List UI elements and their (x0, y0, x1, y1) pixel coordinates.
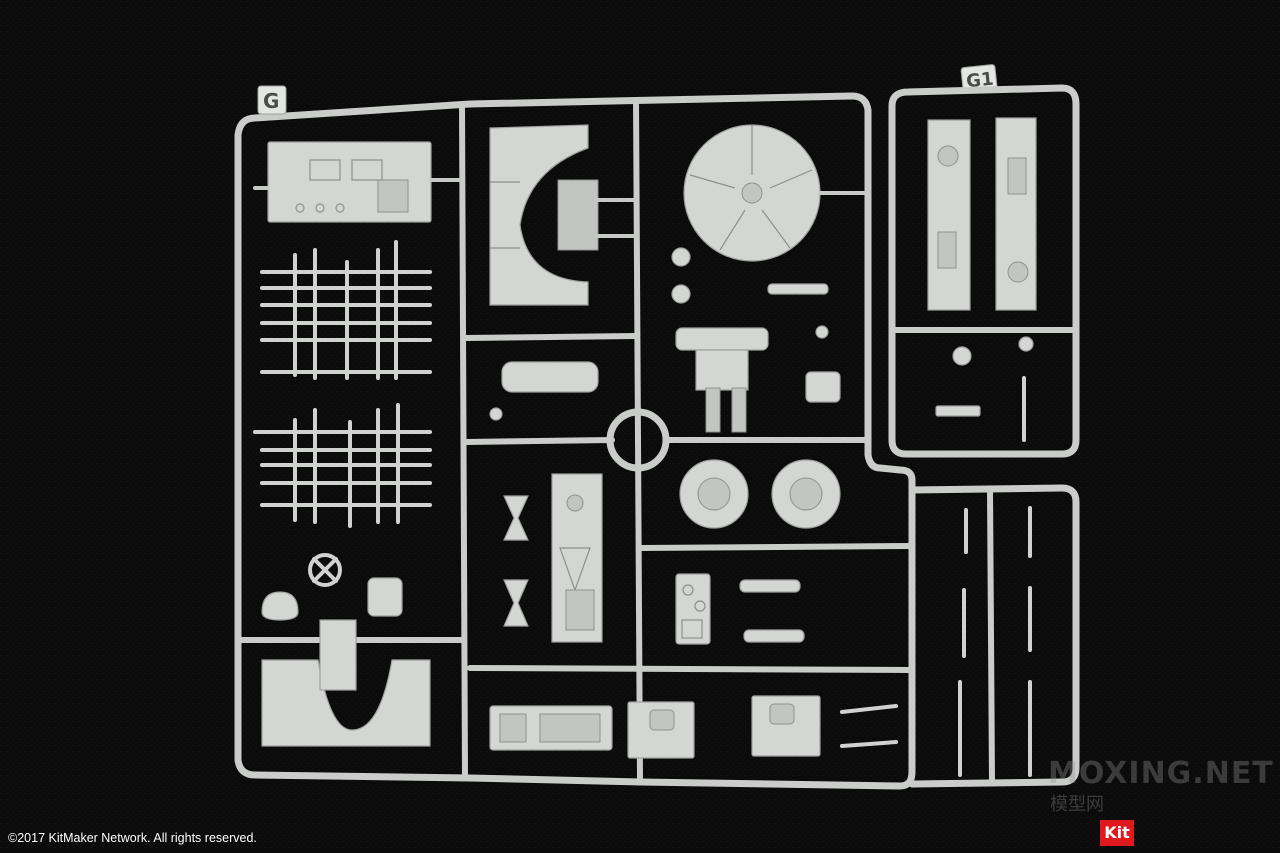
cylinder-part (743, 629, 805, 643)
small-disc (671, 284, 691, 304)
block-part (557, 179, 599, 251)
grille-rods-lower (253, 403, 432, 528)
small-block (935, 405, 981, 417)
hull-plate-curved (261, 659, 431, 747)
runner (462, 437, 615, 445)
cylinder-part (767, 283, 829, 295)
small-plate (319, 619, 357, 691)
sprue-g1-frame (888, 84, 1080, 458)
small-star-part (489, 407, 503, 421)
watermark-site: MOXING.NET (1048, 756, 1274, 791)
small-seat (805, 371, 841, 403)
hourglass-part (503, 579, 529, 627)
watermark-chinese: 模型网 (1050, 794, 1104, 815)
sprue-g1-label: G1 (965, 69, 994, 93)
runner (633, 97, 643, 783)
copyright-text: ©2017 KitMaker Network. All rights reser… (8, 831, 257, 845)
sprue-g-label-tab (257, 85, 287, 115)
runner (467, 665, 915, 673)
grille-rods-upper (260, 240, 432, 380)
runner (462, 333, 639, 341)
sprue-g-frame (234, 92, 916, 790)
small-disc (671, 247, 691, 267)
instrument-panel (675, 573, 711, 645)
turret-ring-plate (489, 124, 589, 306)
seat-back (367, 577, 403, 617)
hourglass-part (503, 495, 529, 541)
sprue-g1: G1 (888, 64, 1080, 788)
sprue-g1-lower-frame (908, 484, 1080, 788)
cylinder-part (739, 579, 801, 593)
small-knob (1018, 336, 1034, 352)
runner (637, 543, 915, 551)
hand-wheel (308, 553, 342, 587)
seat-cushion (261, 591, 299, 621)
tank-barrel-part (501, 361, 599, 393)
small-ring (815, 325, 829, 339)
small-ring (952, 346, 972, 366)
transmission-part (675, 327, 769, 433)
sprue-g-label: G (263, 89, 279, 113)
ammo-box (751, 695, 821, 757)
watermark-kit-badge: Kit (1100, 820, 1134, 846)
center-ring (606, 408, 670, 472)
sprue-g: G (234, 85, 916, 790)
